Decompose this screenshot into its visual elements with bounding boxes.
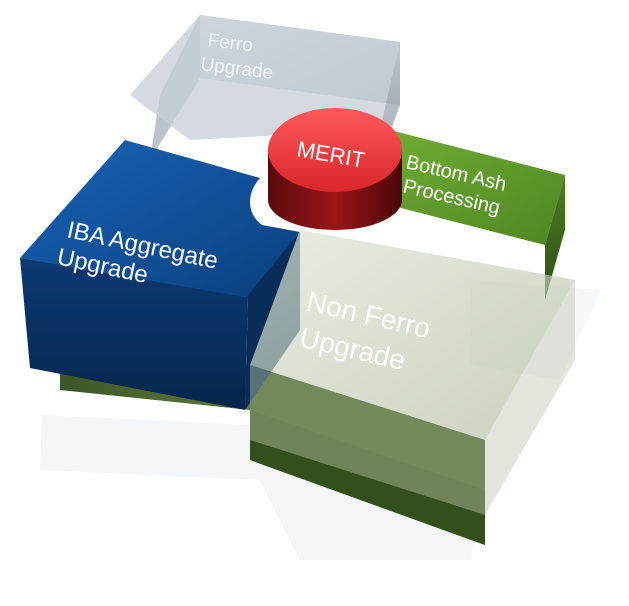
non-ferro-block: Non Ferro Upgrade bbox=[250, 230, 575, 515]
bottom-ash-block: Bottom Ash Processing bbox=[370, 130, 565, 300]
merit-cylinder: MERIT bbox=[268, 108, 402, 230]
